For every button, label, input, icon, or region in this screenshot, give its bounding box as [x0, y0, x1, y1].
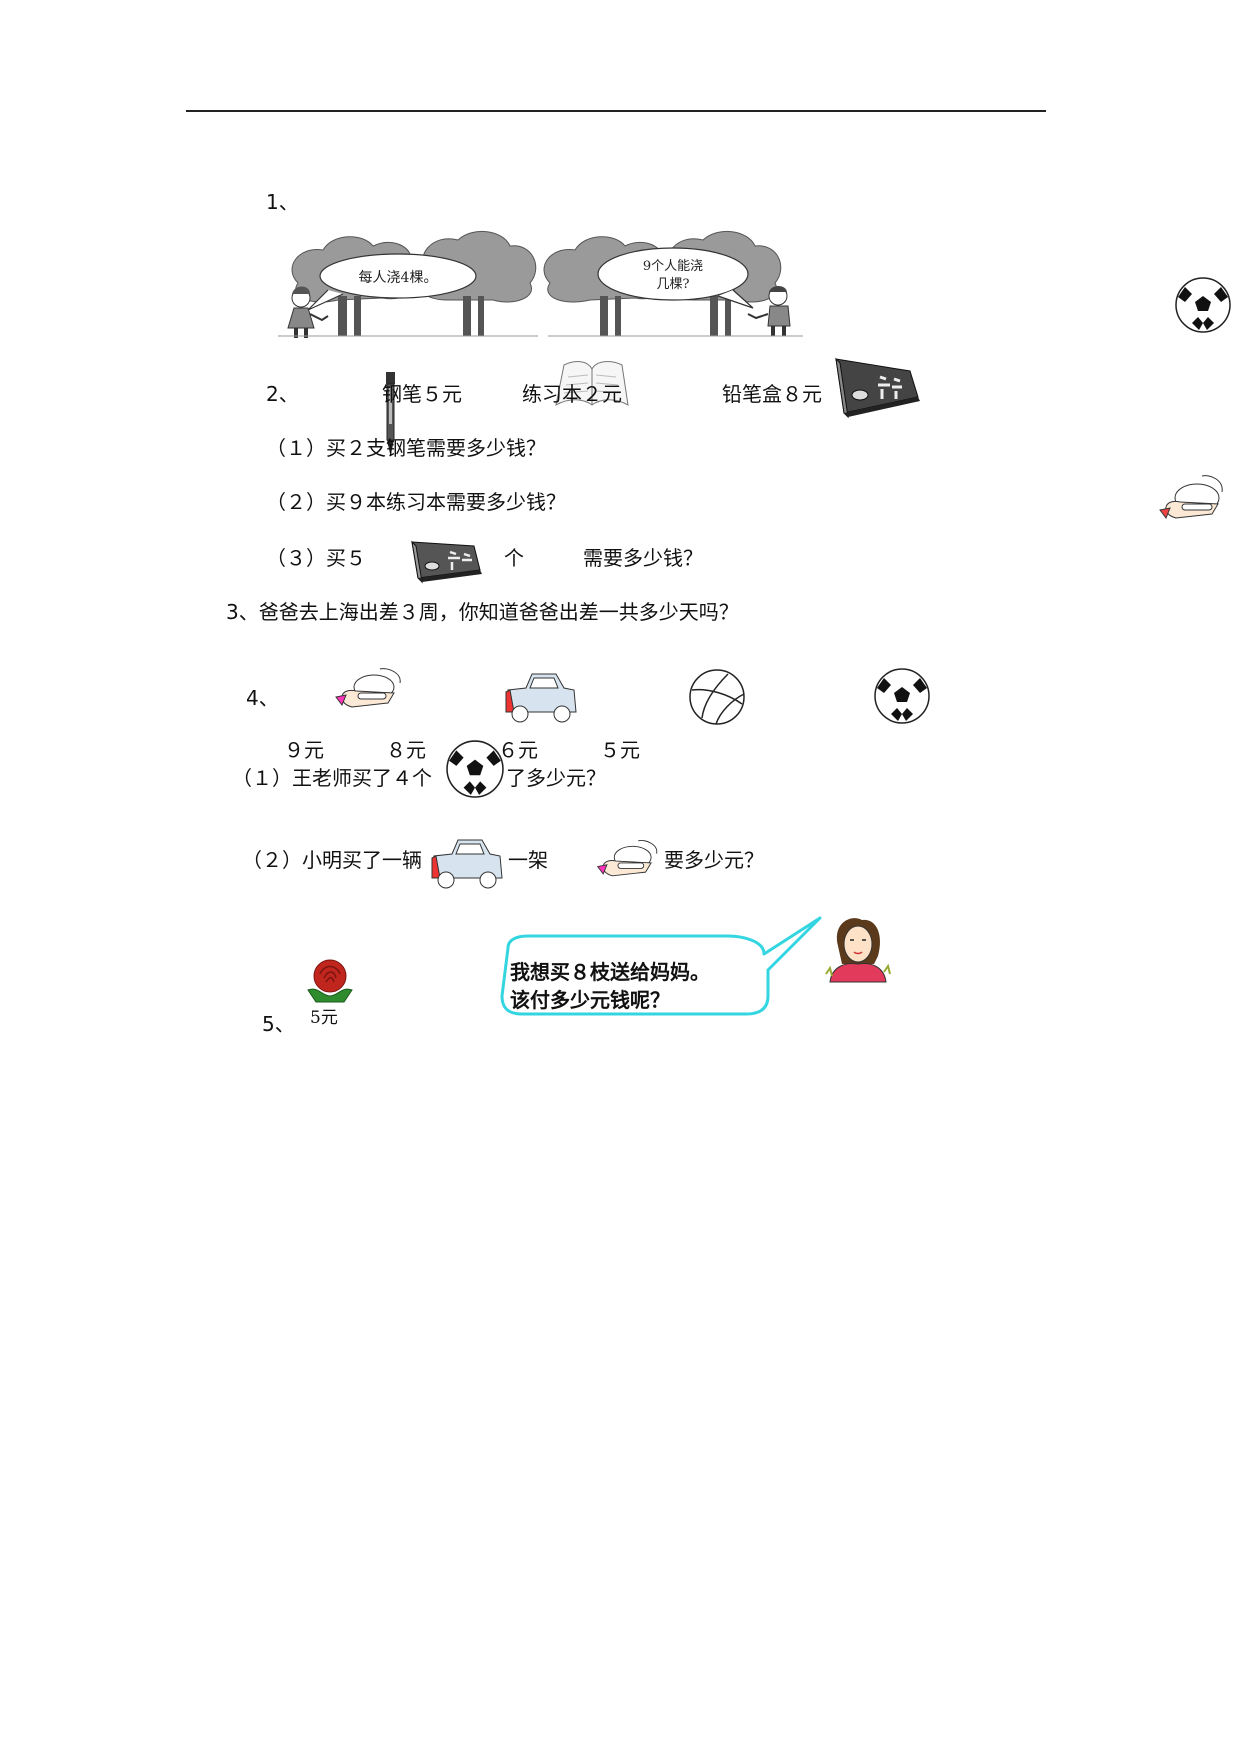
- speech-bubble: [500, 916, 822, 1016]
- q2-notebook-label: 练习本２元: [522, 382, 622, 406]
- q5-speech-line1: 我想买８枝送给妈妈。: [510, 960, 710, 984]
- header-rule: [186, 110, 1046, 112]
- q1-number: 1、: [266, 190, 299, 214]
- q5-number: 5、: [262, 1012, 295, 1036]
- q2-pencilcase-label: 铅笔盒８元: [722, 382, 822, 406]
- toy-plane-icon: [596, 840, 658, 877]
- q2-number: 2、: [266, 382, 299, 406]
- q4-sub2-suffix: 要多少元？: [664, 848, 764, 872]
- q2-sub3-suffix: 需要多少钱？: [583, 546, 703, 570]
- q5-rose-price: 5元: [310, 1008, 338, 1028]
- q4-sub2-prefix: （２）小明买了一辆: [242, 848, 422, 872]
- q4-price-soccer: ５元: [600, 738, 640, 762]
- q1-bubble-right-line1: 9个人能浇: [643, 259, 703, 274]
- girl-avatar-icon: [825, 918, 891, 983]
- q4-sub2-middle: 一架: [508, 848, 548, 872]
- q3-text: 3、爸爸去上海出差３周，你知道爸爸出差一共多少天吗？: [226, 600, 739, 624]
- notebook-icon: [555, 361, 629, 406]
- volleyball-icon: [689, 669, 745, 725]
- q4-sub1-suffix: 了多少元？: [506, 766, 606, 790]
- soccer-ball-icon: [446, 740, 504, 798]
- toy-plane-icon: [335, 668, 401, 708]
- pencil-case-icon: [835, 357, 920, 419]
- q1-trees-illustration: 每人浇4棵。 9个人能浇 几棵?: [278, 230, 803, 338]
- toy-plane-icon: [1159, 475, 1223, 520]
- rose-icon: [307, 959, 353, 1003]
- q4-price-plane: ９元: [284, 738, 324, 762]
- pen-icon: [386, 372, 395, 456]
- q4-price-volleyball: ６元: [498, 738, 538, 762]
- pencil-case-small-icon: [411, 540, 482, 584]
- soccer-ball-icon: [1175, 277, 1231, 333]
- toy-car-icon: [505, 673, 577, 723]
- q2-sub3-prefix: （３）买５: [266, 546, 366, 570]
- q1-bubble-right-line2: 几棵?: [657, 277, 690, 292]
- q4-sub1-prefix: （１）王老师买了４个: [232, 766, 432, 790]
- q1-bubble-left-text: 每人浇4棵。: [359, 270, 438, 286]
- soccer-ball-icon: [874, 668, 930, 724]
- q4-number: 4、: [246, 686, 279, 710]
- q2-sub1: （１）买２支钢笔需要多少钱？: [266, 436, 546, 460]
- q4-price-car: ８元: [386, 738, 426, 762]
- q5-speech-line2: 该付多少元钱呢？: [510, 988, 670, 1012]
- q2-sub2: （２）买９本练习本需要多少钱？: [266, 490, 566, 514]
- q2-sub3-unit: 个: [504, 546, 524, 570]
- q2-pen-label: 钢笔５元: [382, 382, 462, 406]
- toy-car-icon: [431, 839, 503, 889]
